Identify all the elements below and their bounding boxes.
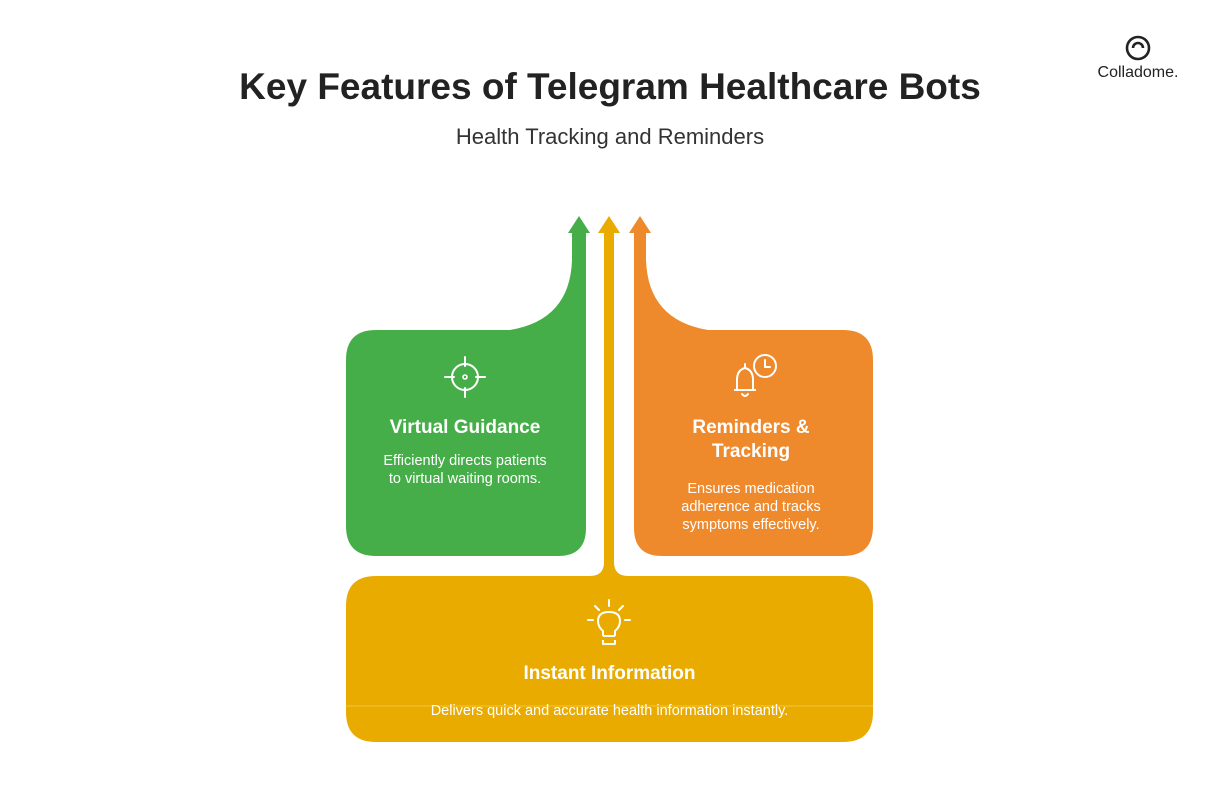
reminders-tracking-description-line2: adherence and tracks (681, 499, 821, 515)
page-subtitle: Health Tracking and Reminders (455, 124, 765, 149)
virtual-guidance-title: Virtual Guidance (389, 417, 541, 438)
instant-information-description: Delivers quick and accurate health infor… (430, 703, 789, 719)
colladome-logo-icon (1125, 35, 1151, 61)
reminders-tracking-title-line2: Tracking (711, 441, 791, 462)
brand-name: Colladome. (1097, 64, 1179, 81)
reminders-tracking-title-line1: Reminders & (692, 417, 810, 438)
reminders-tracking-card (634, 232, 873, 556)
virtual-guidance-description-line1: Efficiently directs patients (383, 453, 547, 469)
virtual-guidance-text: Virtual Guidance Efficiently directs pat… (346, 416, 584, 488)
orange-arrowhead (629, 216, 651, 233)
instant-information-text: Instant Information Delivers quick and a… (346, 662, 873, 720)
lightbulb-icon (587, 599, 631, 645)
virtual-guidance-description-line2: to virtual waiting rooms. (388, 471, 542, 487)
yellow-arrowhead (598, 216, 620, 233)
crosshair-icon (444, 356, 486, 398)
instant-information-title: Instant Information (523, 663, 696, 684)
green-arrowhead (568, 216, 590, 233)
reminders-tracking-description-line3: symptoms effectively. (682, 517, 820, 533)
reminders-tracking-description-line1: Ensures medication (687, 481, 815, 497)
instant-information-card (346, 232, 873, 742)
reminders-tracking-text: Reminders & Tracking Ensures medication … (634, 416, 868, 534)
page-title: Key Features of Telegram Healthcare Bots (239, 66, 981, 107)
bell-clock-icon (734, 354, 777, 397)
brand-logo: Colladome. (1088, 34, 1188, 84)
